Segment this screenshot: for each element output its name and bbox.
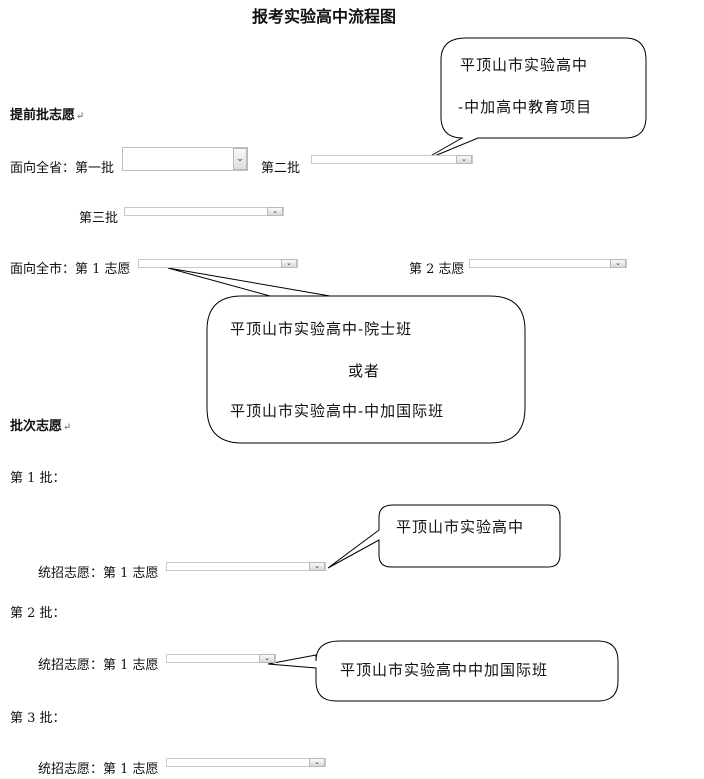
page-title: 报考实验高中流程图 (252, 7, 397, 26)
batch-heading: 批次志愿↵ (10, 415, 71, 434)
batch1-label: 第 1 批： (10, 471, 66, 486)
chevron-down-icon: ⌄ (610, 259, 626, 268)
early-heading-text: 提前批志愿 (10, 108, 76, 123)
chevron-down-icon: ⌄ (456, 155, 472, 164)
callout-bubble-1 (419, 37, 647, 163)
city-choice1-dropdown[interactable]: ⌄ (138, 259, 298, 268)
batch1-unified-dropdown[interactable]: ⌄ (166, 562, 326, 571)
unified-label-3: 统招志愿：第 1 志愿 (38, 762, 159, 777)
province-batch1-dropdown[interactable]: ⌄ (122, 147, 248, 171)
province-batch3-dropdown[interactable]: ⌄ (124, 207, 284, 216)
callout-1-line-2: -中加高中教育项目 (458, 98, 593, 116)
unified-label-2: 统招志愿：第 1 志愿 (38, 658, 159, 673)
chevron-down-icon: ⌄ (309, 758, 325, 767)
paragraph-mark-icon: ↵ (76, 111, 85, 122)
city-choice2-label: 第 2 志愿 (409, 262, 465, 277)
batch3-label: 第三批 (79, 211, 119, 226)
city-choice2-dropdown[interactable]: ⌄ (469, 259, 627, 268)
callout-1-line-1: 平顶山市实验高中 (460, 56, 589, 74)
callout-bubble-4 (267, 640, 619, 702)
batch2-unified-dropdown[interactable]: ⌄ (166, 654, 276, 663)
callout-4-text: 平顶山市实验高中中加国际班 (340, 661, 549, 679)
batch3-unified-dropdown[interactable]: ⌄ (166, 758, 326, 767)
callout-3-text: 平顶山市实验高中 (396, 518, 525, 536)
batch-heading-text: 批次志愿 (10, 419, 63, 434)
callout-bubble-2 (167, 267, 526, 444)
callout-2-line-1: 平顶山市实验高中-院士班 (230, 320, 413, 338)
province-label: 面向全省：第一批 (10, 161, 115, 176)
batch3-section-label: 第 3 批： (10, 711, 66, 726)
city-label: 面向全市：第 1 志愿 (10, 262, 131, 277)
paragraph-mark-icon: ↵ (63, 422, 72, 433)
province-batch2-dropdown[interactable]: ⌄ (311, 155, 473, 164)
callout-2-line-3: 平顶山市实验高中-中加国际班 (230, 402, 445, 420)
chevron-down-icon: ⌄ (281, 259, 297, 268)
chevron-down-icon: ⌄ (233, 148, 247, 170)
callout-bubble-3 (327, 504, 561, 569)
chevron-down-icon: ⌄ (259, 654, 275, 663)
unified-label-1: 统招志愿：第 1 志愿 (38, 566, 159, 581)
batch2-section-label: 第 2 批： (10, 606, 66, 621)
chevron-down-icon: ⌄ (309, 562, 325, 571)
batch2-label: 第二批 (261, 161, 301, 176)
callout-2-line-2: 或者 (348, 362, 381, 380)
chevron-down-icon: ⌄ (267, 207, 283, 216)
early-heading: 提前批志愿↵ (10, 104, 84, 123)
